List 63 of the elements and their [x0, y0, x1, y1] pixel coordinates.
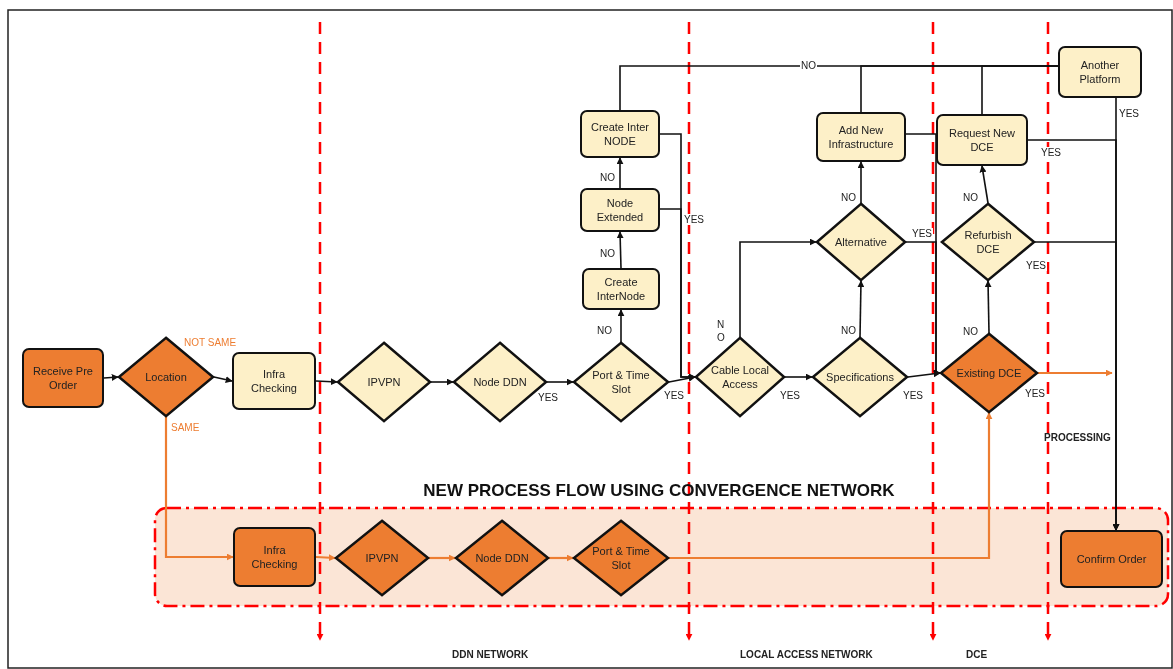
edge-label: YES — [1118, 108, 1140, 119]
edge-label: NO — [962, 192, 979, 203]
arrow — [549, 554, 574, 562]
edge-label: NO — [840, 192, 857, 203]
arrow — [429, 554, 456, 562]
edge-label: NO — [596, 325, 613, 336]
decision-diamond: Port & Time Slot — [573, 520, 669, 596]
arrow — [668, 374, 696, 383]
edge-label: YES — [683, 214, 705, 225]
edge-label: YES — [779, 390, 801, 401]
arrow — [659, 208, 696, 381]
process-box: Node Extended — [580, 188, 660, 232]
arrow — [739, 238, 817, 338]
group-heading: NEW PROCESS FLOW USING CONVERGENCE NETWORK — [422, 480, 896, 502]
arrow — [984, 280, 992, 334]
arrow — [616, 157, 624, 189]
arrow — [1112, 97, 1120, 531]
process-box: Receive Pre Order — [22, 348, 104, 408]
edge-label: YES — [663, 390, 685, 401]
lane-label: DCE — [966, 649, 988, 660]
edge-label: SAME — [170, 422, 201, 433]
connector-line — [981, 65, 1059, 115]
edge-label: YES — [902, 390, 924, 401]
edge-label: NO — [716, 318, 728, 344]
process-box: Another Platform — [1058, 46, 1142, 98]
process-box: Infra Checking — [232, 352, 316, 410]
edge-label: YES — [911, 228, 933, 239]
edge-label: YES — [1040, 147, 1062, 158]
arrow — [1038, 369, 1113, 377]
decision-diamond: IPVPN — [335, 520, 429, 596]
arrow — [669, 412, 993, 560]
arrow — [784, 373, 813, 381]
arrow — [857, 161, 865, 204]
decision-diamond: Alternative — [816, 203, 906, 281]
arrow — [315, 378, 338, 386]
arrow — [103, 373, 119, 381]
arrow — [979, 165, 989, 204]
edge-label: NO — [599, 248, 616, 259]
edge-label: NO — [800, 60, 817, 71]
process-box: Create InterNode — [582, 268, 660, 310]
edge-label: YES — [537, 392, 559, 403]
process-box: Create Inter NODE — [580, 110, 660, 158]
edge-label: NO — [599, 172, 616, 183]
process-box: Request New DCE — [936, 114, 1028, 166]
edge-label: YES — [1025, 260, 1047, 271]
process-box: Confirm Order — [1060, 530, 1163, 588]
lane-label: DDN NETWORK — [452, 649, 529, 660]
arrow — [164, 417, 234, 561]
arrow — [907, 370, 941, 378]
process-box: Infra Checking — [233, 527, 316, 587]
lane-label: PROCESSING — [1044, 432, 1111, 443]
arrow — [546, 378, 574, 386]
edge-label: NO — [840, 325, 857, 336]
arrow — [617, 309, 625, 343]
arrow — [616, 231, 624, 269]
arrow — [315, 554, 336, 562]
arrow — [857, 280, 865, 338]
arrow — [430, 378, 454, 386]
lane-label: LOCAL ACCESS NETWORK — [740, 649, 873, 660]
decision-diamond: Node DDN — [455, 520, 549, 596]
decision-diamond: IPVPN — [337, 342, 431, 422]
process-box: Add New Infrastructure — [816, 112, 906, 162]
arrow — [213, 376, 233, 384]
